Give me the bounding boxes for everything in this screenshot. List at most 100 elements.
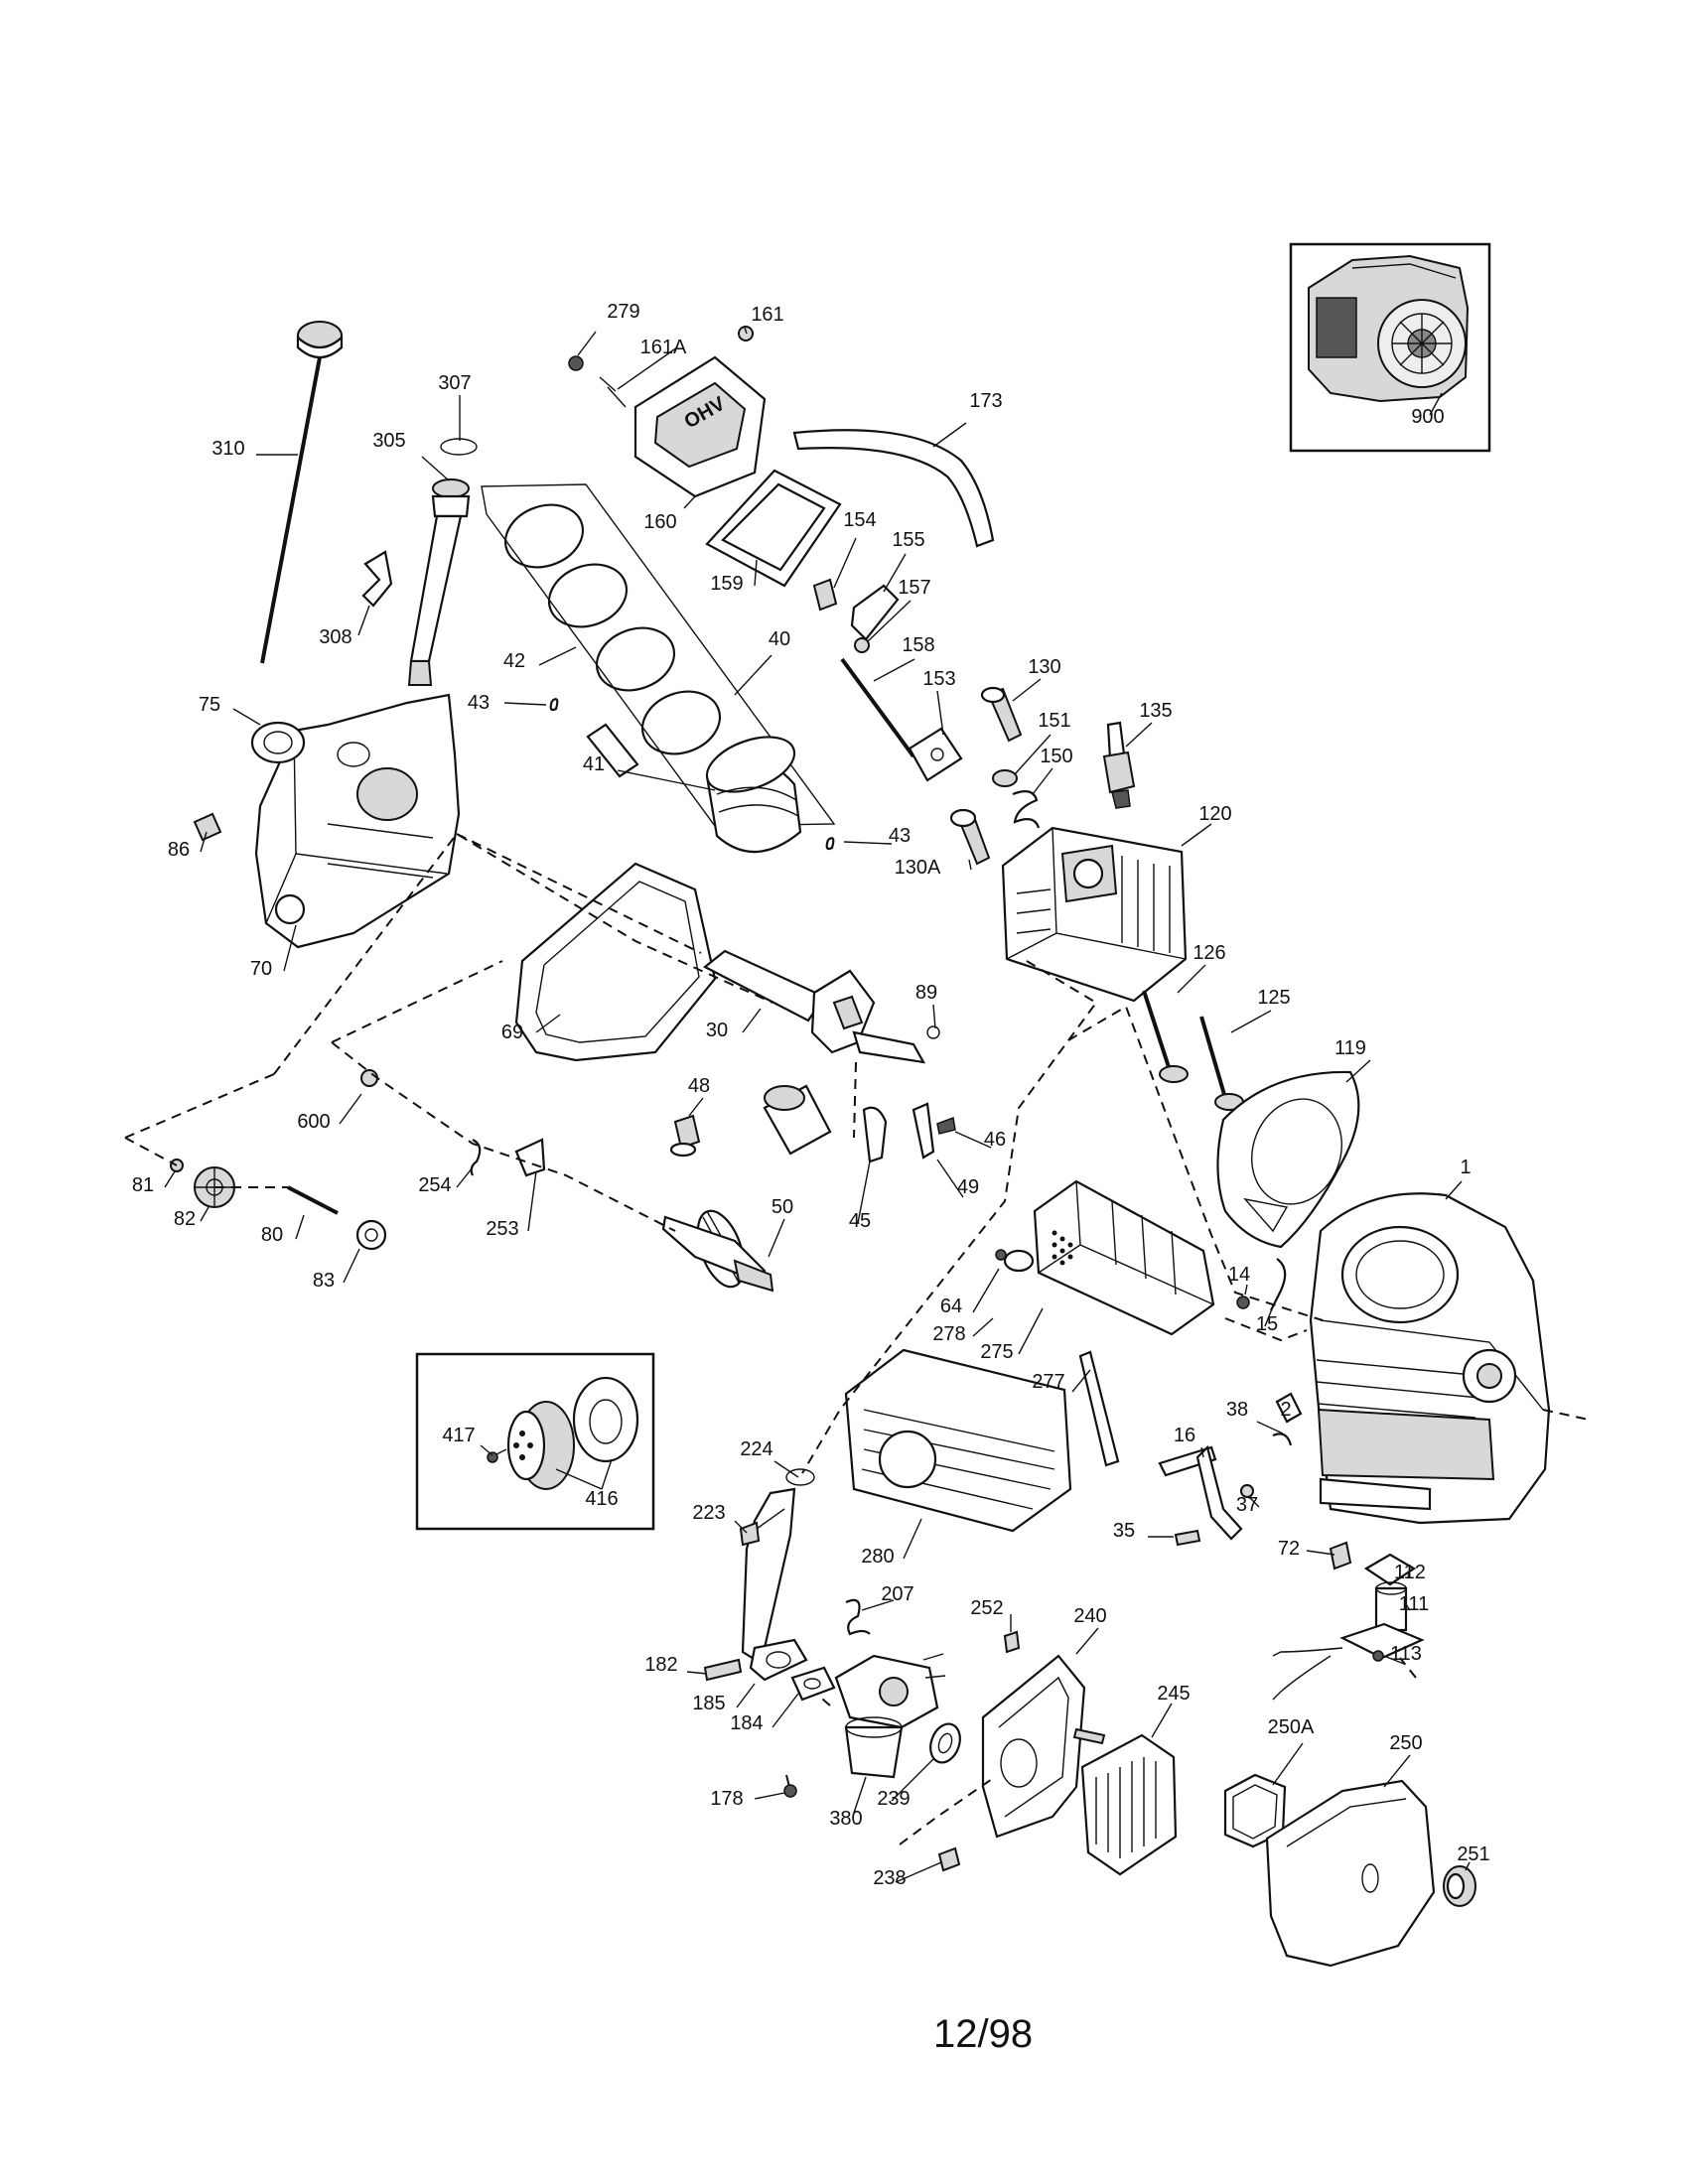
head-gasket <box>1216 1070 1360 1249</box>
part-label-30: 30 <box>706 1020 728 1041</box>
part-label-224: 224 <box>740 1438 772 1460</box>
part-label-113: 113 <box>1390 1643 1422 1665</box>
part-label-69: 69 <box>501 1022 523 1043</box>
part-label-380: 380 <box>829 1808 862 1830</box>
part-label-253: 253 <box>486 1218 518 1240</box>
muffler <box>995 1179 1215 1336</box>
part-label-416: 416 <box>585 1488 618 1510</box>
inset-spark-arrestor <box>415 1352 655 1531</box>
part-label-245: 245 <box>1157 1683 1190 1705</box>
carburetor <box>783 1653 961 1798</box>
heat-shield <box>844 1348 1120 1533</box>
part-label-280: 280 <box>861 1546 894 1568</box>
valves <box>1142 990 1244 1111</box>
part-label-15: 15 <box>1256 1313 1278 1335</box>
part-label-251: 251 <box>1457 1843 1489 1865</box>
intake-manifold <box>703 1468 871 1702</box>
part-label-82: 82 <box>174 1208 196 1230</box>
part-label-308: 308 <box>319 626 351 648</box>
part-label-178: 178 <box>710 1788 743 1810</box>
inset-engine-assembly <box>1289 242 1491 453</box>
part-label-239: 239 <box>877 1788 910 1810</box>
part-label-160: 160 <box>643 511 676 533</box>
part-label-151: 151 <box>1038 710 1070 732</box>
valve-cover-group: OHV <box>568 326 995 588</box>
rocker-valve-train <box>812 578 1136 866</box>
part-label-207: 207 <box>881 1583 913 1605</box>
air-filter-element <box>1080 1733 1178 1876</box>
part-label-184: 184 <box>730 1712 763 1734</box>
part-label-126: 126 <box>1193 942 1225 964</box>
small-fasteners-right <box>1158 1296 1352 1570</box>
part-label-238: 238 <box>873 1867 906 1889</box>
part-label-600: 600 <box>297 1111 330 1133</box>
oil-sensor-assembly <box>1272 1553 1425 1701</box>
part-label-64: 64 <box>940 1296 962 1317</box>
part-label-161: 161 <box>751 304 783 326</box>
part-label-307: 307 <box>438 372 471 394</box>
part-label-250a: 250A <box>1268 1716 1315 1738</box>
part-label-310: 310 <box>211 438 244 460</box>
crankcase-block <box>1270 1192 1551 1525</box>
part-label-305: 305 <box>372 430 405 452</box>
part-label-157: 157 <box>898 577 930 599</box>
part-label-72: 72 <box>1278 1538 1300 1560</box>
footer-date: 12/98 <box>933 2012 1033 2056</box>
part-label-43: 43 <box>468 692 490 714</box>
part-label-130: 130 <box>1028 656 1060 678</box>
part-label-182: 182 <box>644 1654 677 1676</box>
part-label-42: 42 <box>503 650 525 672</box>
part-label-900: 900 <box>1411 406 1444 428</box>
part-label-40: 40 <box>769 628 790 650</box>
part-label-75: 75 <box>199 694 220 716</box>
part-label-120: 120 <box>1198 803 1231 825</box>
cylinder-head <box>1001 826 1188 1003</box>
part-label-150: 150 <box>1040 746 1072 767</box>
assembly-dashed-lines <box>124 832 1590 1845</box>
part-label-173: 173 <box>969 390 1002 412</box>
air-cleaner-cover <box>1223 1773 1476 1968</box>
cam-and-lifters <box>661 1084 956 1293</box>
part-label-37: 37 <box>1236 1494 1258 1516</box>
part-label-112: 112 <box>1394 1562 1426 1583</box>
air-cleaner-base <box>937 1630 1106 1872</box>
part-label-250: 250 <box>1389 1732 1422 1754</box>
part-label-254: 254 <box>418 1174 451 1196</box>
leader-lines <box>164 327 1471 1883</box>
part-label-130a: 130A <box>895 857 941 879</box>
part-label-38: 38 <box>1226 1399 1248 1421</box>
dipstick-group <box>260 321 478 686</box>
part-label-46: 46 <box>984 1129 1006 1151</box>
part-label-81: 81 <box>132 1174 154 1196</box>
part-label-155: 155 <box>892 529 924 551</box>
part-label-240: 240 <box>1073 1605 1106 1627</box>
piston-ring-set <box>481 483 836 854</box>
part-label-154: 154 <box>843 509 876 531</box>
part-label-35: 35 <box>1113 1520 1135 1542</box>
part-label-279: 279 <box>607 301 639 323</box>
part-label-45: 45 <box>849 1210 871 1232</box>
part-label-135: 135 <box>1139 700 1172 722</box>
part-label-43: 43 <box>889 825 911 847</box>
part-label-275: 275 <box>980 1341 1013 1363</box>
part-label-278: 278 <box>932 1323 965 1345</box>
part-label-2: 2 <box>1280 1399 1291 1421</box>
part-label-125: 125 <box>1257 987 1290 1009</box>
crankcase-gasket <box>514 862 717 1062</box>
part-label-277: 277 <box>1032 1371 1064 1393</box>
part-label-89: 89 <box>915 982 937 1004</box>
part-label-119: 119 <box>1334 1037 1366 1059</box>
part-label-86: 86 <box>168 839 190 861</box>
crankshaft <box>702 949 940 1064</box>
part-label-417: 417 <box>442 1425 475 1446</box>
part-label-158: 158 <box>902 634 934 656</box>
part-label-83: 83 <box>313 1270 335 1292</box>
part-label-252: 252 <box>970 1597 1003 1619</box>
part-label-223: 223 <box>692 1502 725 1524</box>
part-label-41: 41 <box>583 753 605 775</box>
part-label-14: 14 <box>1228 1264 1250 1286</box>
part-label-48: 48 <box>688 1075 710 1097</box>
part-label-70: 70 <box>250 958 272 980</box>
